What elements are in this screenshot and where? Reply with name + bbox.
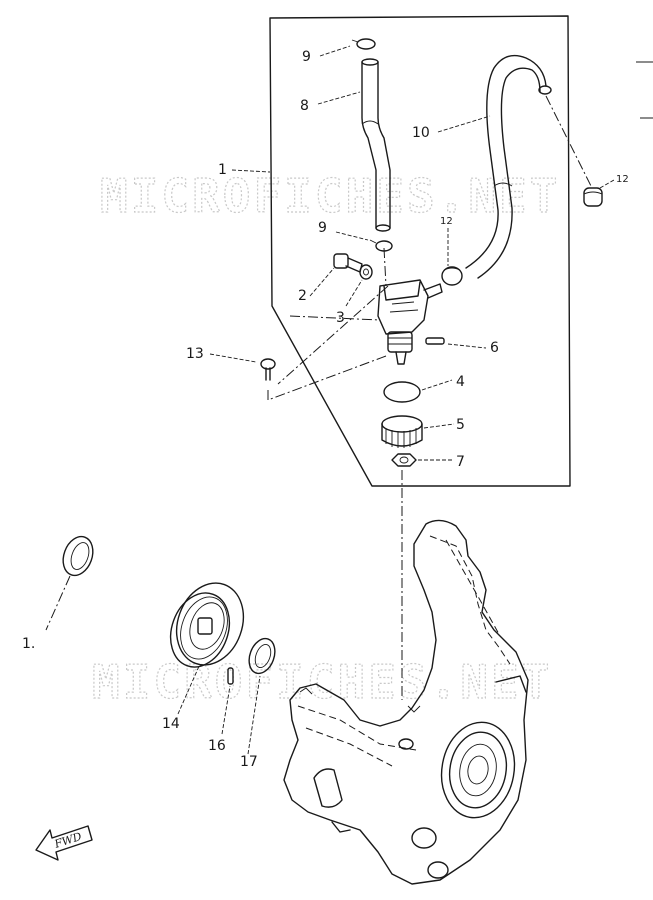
leader-6 bbox=[447, 343, 487, 349]
forward-direction-arrow: FWD bbox=[35, 825, 93, 861]
leader-13 bbox=[209, 353, 257, 363]
leader-line-seal-left bbox=[45, 575, 71, 631]
leader-line-pump-to-screw bbox=[277, 285, 389, 385]
clip-part-9-top bbox=[351, 38, 376, 50]
callout-4: 4 bbox=[456, 374, 465, 390]
axis-line-clip-9 bbox=[383, 247, 387, 287]
hose-part-8 bbox=[361, 58, 391, 232]
callout-9-top: 9 bbox=[302, 49, 311, 65]
leader-10 bbox=[437, 115, 491, 133]
hose-part-10 bbox=[465, 54, 552, 279]
cap-part-12-right bbox=[583, 187, 603, 207]
pulley-part-14 bbox=[169, 582, 245, 668]
callout-10: 10 bbox=[412, 125, 430, 141]
callout-12-right: 12 bbox=[616, 174, 629, 185]
pin-part-6 bbox=[425, 337, 445, 345]
clip-part-9-bottom bbox=[369, 239, 393, 252]
leader-16 bbox=[221, 685, 231, 735]
leader-9-top bbox=[319, 45, 351, 57]
washer-part-3 bbox=[359, 264, 373, 280]
nut-part-7 bbox=[391, 453, 417, 467]
seal-part-17 bbox=[248, 637, 276, 675]
leader-1 bbox=[231, 169, 271, 173]
pump-body bbox=[377, 279, 443, 365]
callout-16: 16 bbox=[208, 738, 226, 754]
cap-part-12-center bbox=[441, 266, 463, 286]
pin-part-16 bbox=[227, 667, 234, 685]
callout-12-center: 12 bbox=[440, 216, 453, 227]
callout-6: 6 bbox=[490, 340, 499, 356]
leader-line-13 bbox=[267, 355, 387, 401]
callout-5: 5 bbox=[456, 417, 465, 433]
callout-7: 7 bbox=[456, 454, 465, 470]
leader-8 bbox=[317, 91, 361, 105]
leader-5 bbox=[423, 423, 455, 429]
edge-crop-marks bbox=[636, 61, 653, 119]
screw-part-13 bbox=[260, 358, 276, 381]
callout-17: 17 bbox=[240, 754, 258, 770]
leader-line-12-right bbox=[545, 95, 593, 189]
watermark-top: MICROFICHES.NET bbox=[100, 169, 560, 223]
leader-4 bbox=[421, 379, 453, 391]
callout-1: 1 bbox=[218, 162, 227, 178]
gear-part-5 bbox=[381, 415, 423, 448]
watermark-bottom: MICROFICHES.NET bbox=[92, 655, 552, 709]
crankcase-cover bbox=[283, 519, 529, 885]
callout-8: 8 bbox=[300, 98, 309, 114]
leader-12-right bbox=[599, 179, 615, 189]
leader-3 bbox=[345, 279, 363, 307]
callout-13: 13 bbox=[186, 346, 204, 362]
bolt-part-2 bbox=[333, 253, 363, 273]
leader-2 bbox=[309, 267, 335, 297]
assembly-boundary bbox=[269, 15, 571, 487]
leader-17 bbox=[247, 675, 261, 755]
axis-line-bolt bbox=[289, 315, 381, 321]
callout-seal-left: 1. bbox=[22, 636, 35, 652]
seal-part-left bbox=[62, 535, 94, 577]
leader-9-bottom bbox=[335, 231, 369, 241]
leader-14 bbox=[177, 663, 201, 715]
callout-14: 14 bbox=[162, 716, 180, 732]
o-ring-part-4 bbox=[383, 381, 421, 403]
callout-9-bottom: 9 bbox=[318, 220, 327, 236]
callout-2: 2 bbox=[298, 288, 307, 304]
callout-3: 3 bbox=[336, 310, 345, 326]
